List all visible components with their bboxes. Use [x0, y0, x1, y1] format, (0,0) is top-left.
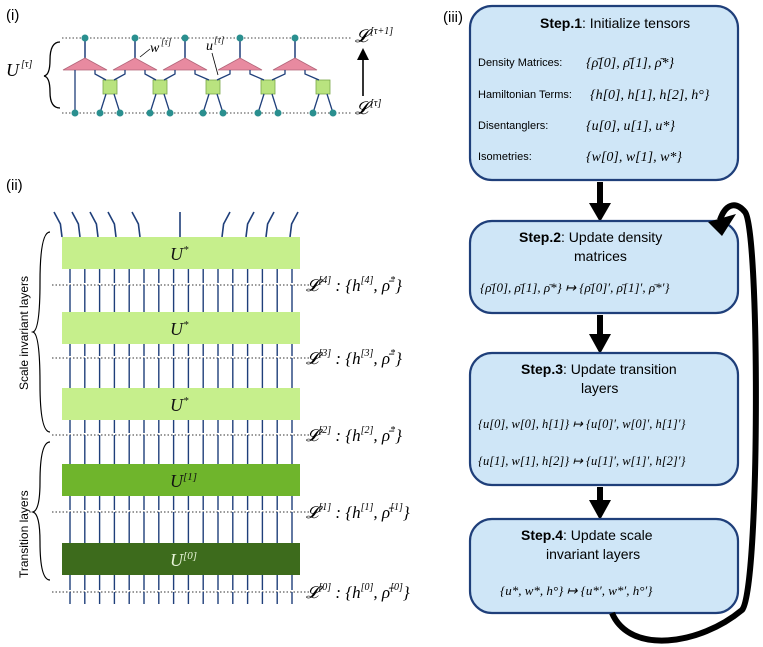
u-tau-brace — [43, 41, 61, 109]
level-label: 𝓛[1] : {h[1], ρ̄[1]} — [306, 502, 410, 522]
site-node — [254, 109, 262, 117]
layer-box — [62, 388, 300, 420]
step3-formula2: {u[1], w[1], h[2]} ↦ {u[1]′, w[1]′, h[2]… — [478, 454, 685, 468]
site-node — [131, 34, 139, 42]
step2-box: Step.2: Update density matrices {ρ̄[0], … — [468, 219, 740, 315]
site-node — [309, 109, 317, 117]
step3-title-line2: layers — [581, 380, 618, 396]
isometry-triangle — [272, 57, 318, 71]
step1-row1-formula: {ρ̄[0], ρ̄[1], ρ̄*} — [586, 56, 675, 71]
panel-ii-network: U* U* U* U[1] U[0] — [52, 211, 310, 604]
w-tau-label: w [τ] — [139, 37, 172, 58]
site-node — [146, 109, 154, 117]
isometry-triangle — [162, 57, 208, 71]
layer-label: U* — [170, 319, 189, 339]
disentangler-square — [205, 79, 221, 95]
disentangler-square — [315, 79, 331, 95]
level-label: 𝓛[3] : {h[3], ρ̄*} — [306, 348, 402, 368]
u-tau-label: U [τ] — [6, 59, 32, 80]
layer-box — [62, 543, 300, 575]
level-label: 𝓛[2] : {h[2], ρ̄*} — [306, 425, 402, 445]
arrow-2-3-head — [589, 334, 611, 354]
level-label: 𝓛[0] : {h[0], ρ̄[0]} — [306, 582, 410, 602]
step4-formula: {u*, w*, h°} ↦ {u*′, w*′, h°′} — [500, 583, 653, 598]
site-node — [116, 109, 124, 117]
svg-text:u: u — [206, 39, 213, 54]
svg-text:[τ+1]: [τ+1] — [370, 26, 393, 37]
isometry-triangle — [62, 57, 108, 71]
arrow-1-2-head — [589, 203, 611, 222]
u-tau-small-label: u [τ] — [206, 35, 225, 76]
step4-title-line2: invariant layers — [546, 546, 640, 562]
panel-ii: (ii) U* U* U* U[1] U[0] Scale invariant laye… — [6, 177, 410, 604]
site-node — [329, 109, 337, 117]
step1-row2-label: Hamiltonian Terms: — [478, 89, 572, 101]
transition-brace — [30, 441, 51, 581]
layer-box — [62, 312, 300, 344]
transition-label: Transition layers — [17, 490, 31, 578]
step4-title: Step.4: Update scale — [521, 527, 653, 543]
site-node — [71, 109, 79, 117]
step1-row4-formula: {w[0], w[1], w*} — [586, 150, 682, 165]
site-node — [236, 34, 244, 42]
panel-i-network — [62, 34, 337, 117]
disentangler-square — [152, 79, 168, 95]
step3-title: Step.3: Update transition — [521, 361, 677, 377]
step1-row4-label: Isometries: — [478, 151, 532, 163]
L-tau-plus-1-label: 𝓛 [τ+1] — [355, 26, 393, 46]
svg-text:U: U — [6, 60, 20, 80]
panel-i-up-arrowhead — [357, 48, 369, 60]
svg-text:[τ]: [τ] — [21, 59, 32, 70]
panel-label-i: (i) — [6, 7, 19, 24]
level-label: 𝓛[4] : {h[4], ρ̄*} — [306, 275, 402, 295]
panel-label-iii: (iii) — [443, 9, 463, 26]
layer-box — [62, 237, 300, 269]
site-node — [274, 109, 282, 117]
layer-label: U* — [170, 395, 189, 415]
step1-row3-label: Disentanglers: — [478, 120, 548, 132]
step1-row3-formula: {u[0], u[1], u*} — [586, 119, 675, 134]
site-node — [96, 109, 104, 117]
loop-arrow-path — [609, 202, 759, 644]
L-tau-label: 𝓛 [τ] — [355, 98, 381, 118]
step1-box: Step.1: Initialize tensors Density Matri… — [468, 4, 740, 182]
site-node — [166, 109, 174, 117]
scale-invariant-brace — [30, 231, 51, 433]
layer-label: U* — [170, 244, 189, 264]
scale-invariant-label: Scale invariant layers — [17, 276, 31, 390]
isometry-triangle — [112, 57, 158, 71]
panel-iii: (iii) Step.1: Initialize tensors Density… — [443, 4, 759, 644]
site-node — [81, 34, 89, 42]
layer-label: U[1] — [170, 471, 197, 491]
panel-i: (i) U [τ] w [τ] u [τ] 𝓛 [τ+1] 𝓛 [τ — [6, 7, 393, 118]
site-node — [291, 34, 299, 42]
layer-box — [62, 464, 300, 496]
step2-title-line2: matrices — [574, 248, 627, 264]
step4-box: Step.4: Update scale invariant layers {u… — [468, 517, 740, 615]
site-node — [199, 109, 207, 117]
step3-box: Step.3: Update transition layers {u[0], … — [468, 351, 740, 487]
panel-label-ii: (ii) — [6, 177, 23, 194]
step2-title: Step.2: Update density — [519, 229, 662, 245]
step1-row1-label: Density Matrices: — [478, 57, 562, 69]
disentangler-square — [260, 79, 276, 95]
step1-title: Step.1: Initialize tensors — [540, 15, 690, 31]
arrow-3-4-head — [589, 500, 611, 520]
step1-row2-formula: {h[0], h[1], h[2], h°} — [590, 88, 710, 103]
svg-text:[τ]: [τ] — [214, 35, 225, 45]
site-node — [219, 109, 227, 117]
site-node — [181, 34, 189, 42]
panel-ii-level-labels: 𝓛[4] : {h[4], ρ̄*} 𝓛[3] : {h[3], ρ̄*} 𝓛[2]… — [306, 275, 410, 602]
isometry-triangle — [217, 57, 263, 71]
svg-text:[τ]: [τ] — [370, 98, 381, 109]
svg-text:[τ]: [τ] — [161, 37, 172, 47]
step3-formula1: {u[0], w[0], h[1]} ↦ {u[0]′, w[0]′, h[1]… — [478, 417, 685, 431]
step2-formula: {ρ̄[0], ρ̄[1], ρ̄*} ↦ {ρ̄[0]′, ρ̄[1]′, ρ… — [480, 280, 670, 295]
layer-label: U[0] — [170, 550, 197, 570]
loop-arrow-head — [708, 214, 736, 236]
svg-text:w: w — [150, 41, 160, 56]
disentangler-square — [102, 79, 118, 95]
